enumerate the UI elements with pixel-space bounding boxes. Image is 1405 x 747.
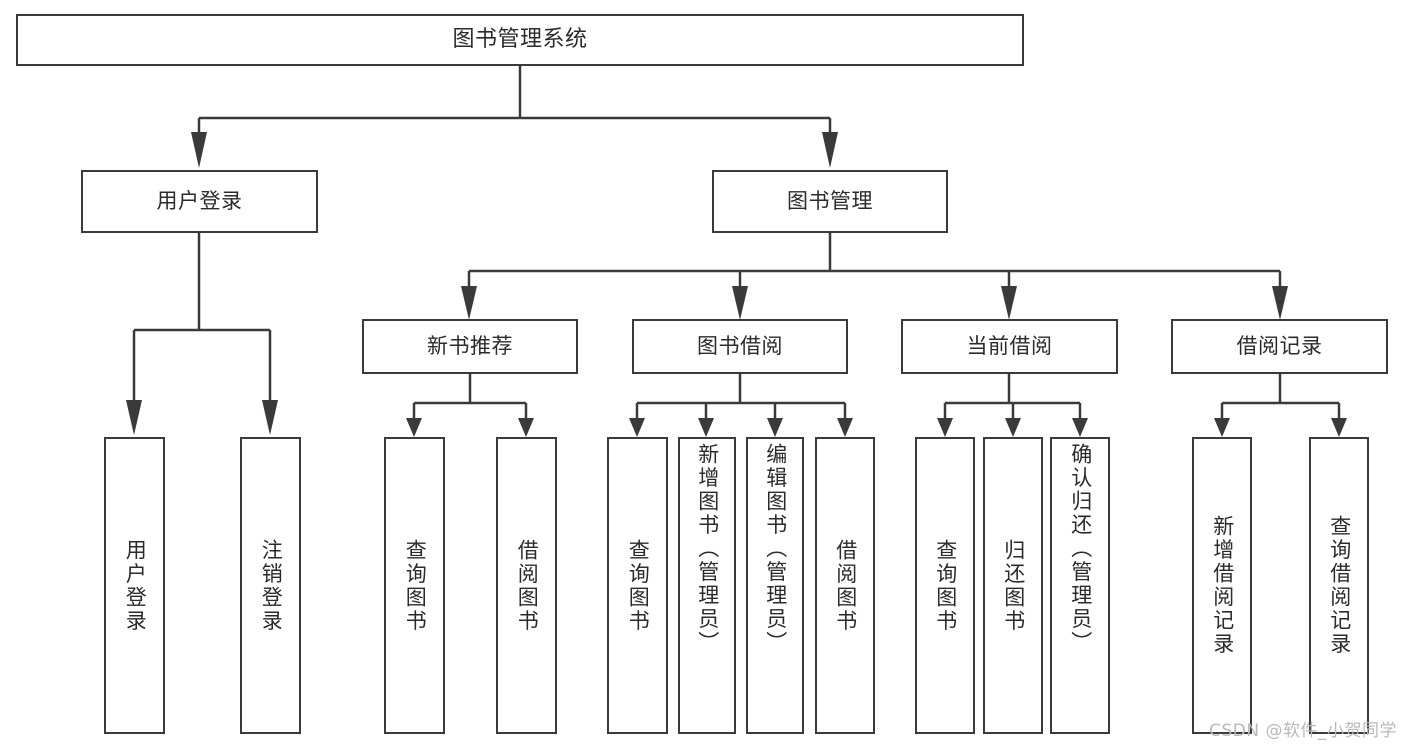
node-leaf-borrow-book-1[interactable]: 借阅图书 xyxy=(496,437,557,734)
node-leaf-borrow-book-1-label: 借阅图书 xyxy=(515,538,540,633)
node-leaf-add-record[interactable]: 新增借阅记录 xyxy=(1192,437,1252,734)
node-user-login-label: 用户登录 xyxy=(156,189,243,214)
node-borrow-record-label: 借阅记录 xyxy=(1236,334,1323,359)
arrowhead-leaf-edit-book xyxy=(767,418,783,437)
node-leaf-user-login[interactable]: 用户登录 xyxy=(104,437,165,734)
arrowhead-leaf-query-book-3 xyxy=(937,418,953,437)
node-leaf-user-logout-label: 注销登录 xyxy=(259,538,284,633)
node-leaf-borrow-book-2[interactable]: 借阅图书 xyxy=(815,437,875,734)
arrowhead-book-management xyxy=(822,132,838,168)
node-book-borrow[interactable]: 图书借阅 xyxy=(632,319,848,374)
node-current-borrow-label: 当前借阅 xyxy=(966,334,1053,359)
csdn-watermark: CSDN @软件_小贺同学 xyxy=(1209,721,1397,741)
node-root[interactable]: 图书管理系统 xyxy=(16,14,1024,66)
arrowhead-leaf-query-record xyxy=(1331,418,1347,437)
node-leaf-user-login-label: 用户登录 xyxy=(123,538,148,633)
node-leaf-return-book[interactable]: 归还图书 xyxy=(983,437,1043,734)
node-leaf-borrow-book-2-label: 借阅图书 xyxy=(833,538,858,633)
node-leaf-query-book-2-label: 查询图书 xyxy=(626,538,651,633)
arrowhead-user-login xyxy=(191,132,207,168)
node-leaf-confirm-return[interactable]: 确认归还（管理员） xyxy=(1050,437,1110,734)
node-leaf-edit-book-label: 编辑图书（管理员） xyxy=(763,443,788,655)
node-user-login[interactable]: 用户登录 xyxy=(81,170,318,233)
node-leaf-add-book-label: 新增图书（管理员） xyxy=(695,443,720,655)
node-leaf-user-logout[interactable]: 注销登录 xyxy=(240,437,301,734)
arrowhead-book-borrow xyxy=(732,286,748,320)
arrowhead-leaf-query-book-1 xyxy=(406,418,422,437)
arrowhead-leaf-user-login xyxy=(126,400,142,435)
arrowhead-leaf-add-record xyxy=(1214,418,1230,437)
node-leaf-return-book-label: 归还图书 xyxy=(1001,538,1026,633)
node-book-management[interactable]: 图书管理 xyxy=(712,170,948,233)
node-root-label: 图书管理系统 xyxy=(452,27,588,53)
node-leaf-add-record-label: 新增借阅记录 xyxy=(1210,515,1235,656)
arrowhead-borrow-record xyxy=(1272,286,1288,320)
node-book-management-label: 图书管理 xyxy=(787,189,873,214)
arrowhead-leaf-user-logout xyxy=(262,400,278,435)
node-leaf-query-book-3[interactable]: 查询图书 xyxy=(915,437,975,734)
arrowhead-leaf-borrow-book-2 xyxy=(837,418,853,437)
node-leaf-confirm-return-label: 确认归还（管理员） xyxy=(1068,443,1093,655)
node-new-book-recommend[interactable]: 新书推荐 xyxy=(362,319,578,374)
node-leaf-add-book[interactable]: 新增图书（管理员） xyxy=(678,437,736,734)
node-leaf-query-book-1-label: 查询图书 xyxy=(403,538,428,633)
arrowhead-leaf-return-book xyxy=(1005,418,1021,437)
node-leaf-query-book-2[interactable]: 查询图书 xyxy=(607,437,668,734)
arrowhead-leaf-borrow-book-1 xyxy=(518,418,534,437)
node-new-book-recommend-label: 新书推荐 xyxy=(427,334,513,359)
arrowhead-leaf-query-book-2 xyxy=(629,418,645,437)
arrowhead-leaf-add-book xyxy=(698,418,714,437)
node-leaf-query-book-1[interactable]: 查询图书 xyxy=(384,437,445,734)
arrowhead-new-book-recommend xyxy=(461,286,477,320)
node-leaf-query-record[interactable]: 查询借阅记录 xyxy=(1309,437,1369,734)
node-leaf-query-record-label: 查询借阅记录 xyxy=(1327,515,1352,656)
arrowhead-current-borrow xyxy=(1001,286,1017,320)
node-book-borrow-label: 图书借阅 xyxy=(697,334,783,359)
node-current-borrow[interactable]: 当前借阅 xyxy=(901,319,1118,374)
node-borrow-record[interactable]: 借阅记录 xyxy=(1171,319,1388,374)
node-leaf-query-book-3-label: 查询图书 xyxy=(933,538,958,633)
node-leaf-edit-book[interactable]: 编辑图书（管理员） xyxy=(746,437,804,734)
arrowhead-leaf-confirm-return xyxy=(1072,418,1088,437)
